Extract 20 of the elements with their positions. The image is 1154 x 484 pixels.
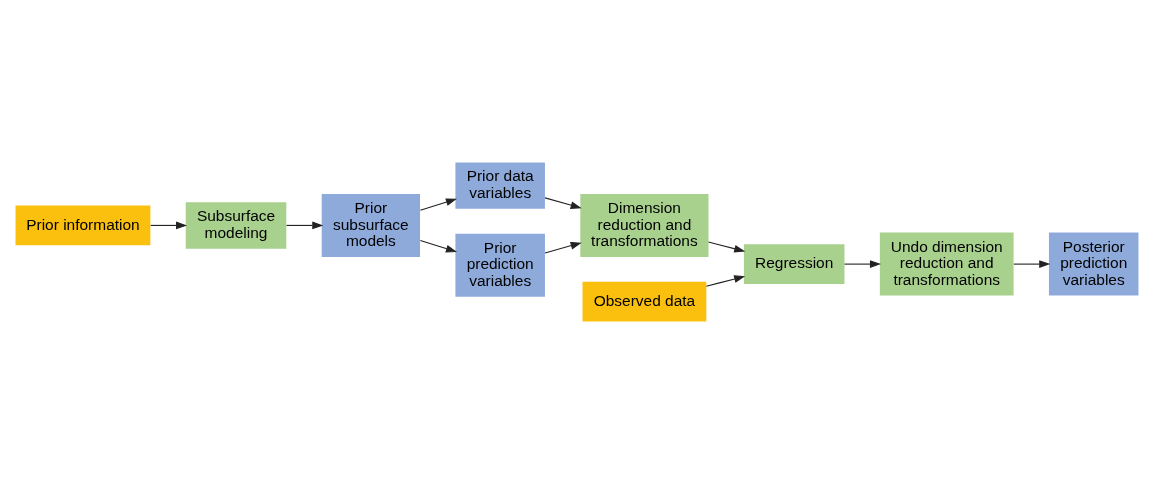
node-box: Posterior prediction variables: [1048, 232, 1139, 296]
node-box: Prior data variables: [455, 162, 545, 209]
node-box: Prior information: [15, 205, 151, 246]
node-box: Dimension reduction and transformations: [580, 193, 709, 257]
arrow: [544, 197, 582, 209]
arrow: [705, 275, 746, 287]
node-box: Observed data: [582, 281, 707, 322]
arrow: [707, 241, 746, 253]
arrow: [1013, 260, 1051, 268]
arrow: [544, 241, 582, 254]
node-box: Prior subsurface models: [321, 193, 421, 257]
arrow: [150, 221, 188, 230]
node-box: Prior prediction variables: [455, 233, 545, 297]
arrow: [843, 260, 881, 268]
arrow: [419, 198, 457, 211]
arrow: [419, 240, 457, 253]
node-box: Undo dimension reduction and transformations: [879, 232, 1014, 296]
node-box: Subsurface modeling: [185, 202, 287, 249]
node-box: Regression: [743, 244, 845, 284]
arrow: [285, 221, 324, 230]
